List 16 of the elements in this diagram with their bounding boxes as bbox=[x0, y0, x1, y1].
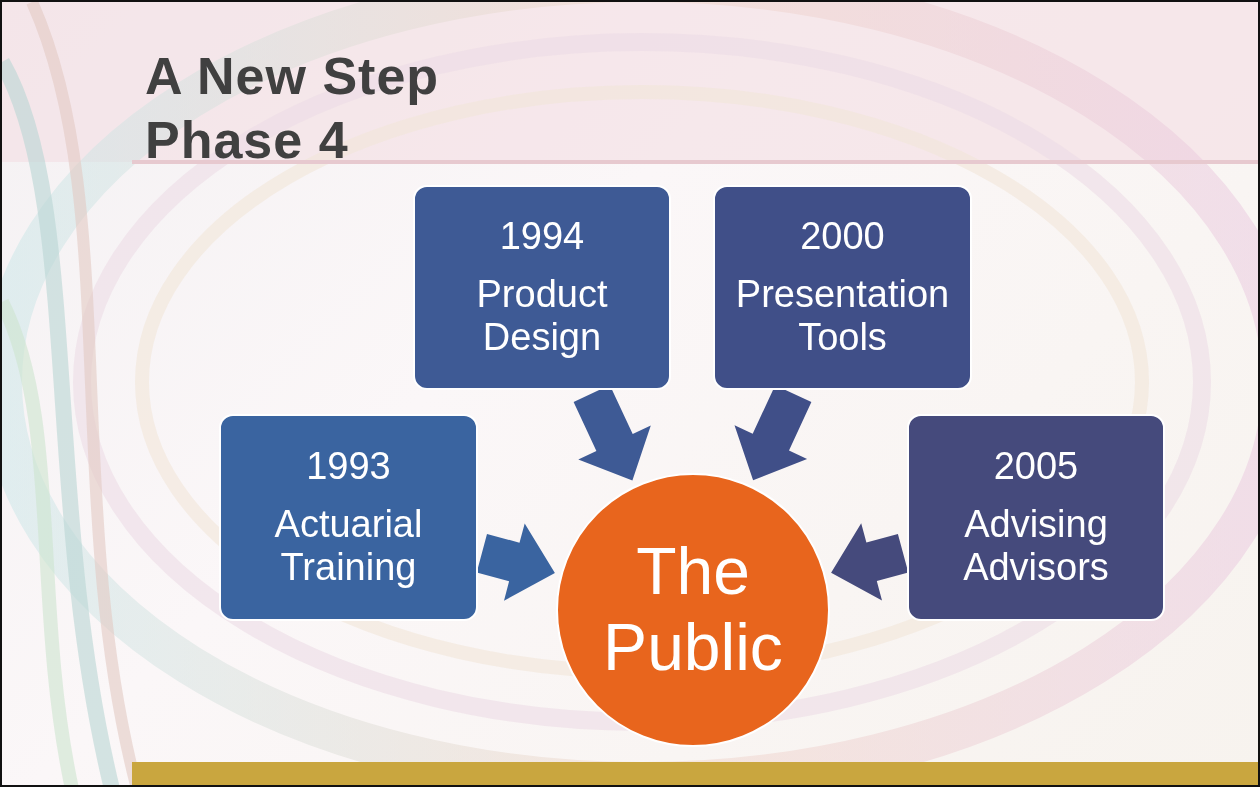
process-box bbox=[413, 185, 671, 390]
year-label: 2005 bbox=[992, 444, 1080, 489]
node-text: Actuarial Training bbox=[273, 502, 424, 591]
node-text: The Public bbox=[602, 534, 784, 686]
node-text: Product Design bbox=[475, 272, 609, 361]
process-box bbox=[713, 185, 972, 390]
block-arrow bbox=[831, 523, 909, 601]
block-arrow bbox=[476, 523, 555, 601]
node-text: Advising Advisors bbox=[962, 502, 1110, 591]
process-box bbox=[219, 414, 478, 621]
year-label: 2000 bbox=[799, 214, 886, 259]
year-label: 1993 bbox=[305, 444, 392, 489]
process-box bbox=[907, 414, 1165, 621]
year-label: 1994 bbox=[498, 214, 586, 259]
slide-title: A New Step Phase 4 bbox=[145, 46, 441, 171]
node-text: Presentation Tools bbox=[734, 272, 951, 361]
